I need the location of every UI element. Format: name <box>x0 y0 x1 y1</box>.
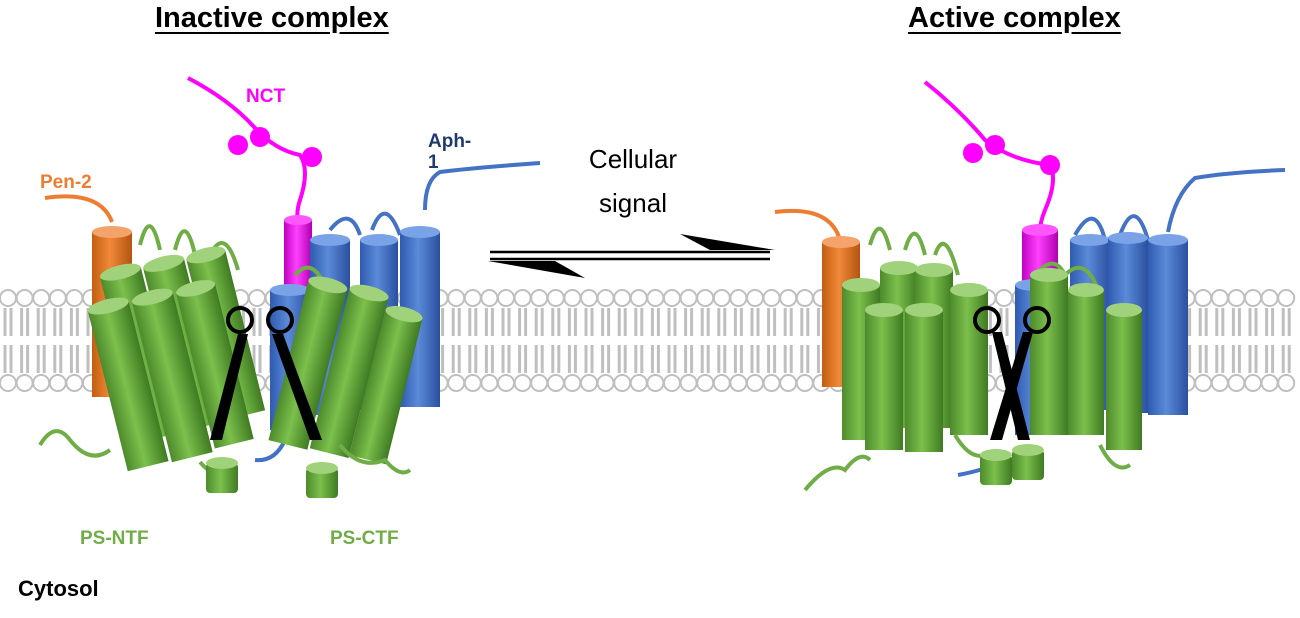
lipid-head <box>563 289 582 307</box>
lipid-head <box>530 374 549 392</box>
lipid-head <box>480 374 499 392</box>
ps-ntf-helices <box>38 224 266 493</box>
lipid-head <box>646 289 665 307</box>
lipid-head <box>15 374 34 392</box>
signal-label-line2: signal <box>599 188 667 218</box>
lipid-head <box>696 289 715 307</box>
lipid-head <box>65 289 84 307</box>
lipid-head <box>480 289 499 307</box>
active-complex <box>774 80 1286 492</box>
lipid-head <box>1277 374 1296 392</box>
lipid-head <box>779 289 798 307</box>
lipid-head <box>580 289 598 307</box>
lipid-head <box>596 374 615 392</box>
lipid-head <box>65 374 84 392</box>
lipid-head <box>497 374 515 392</box>
lipid-head <box>729 289 748 307</box>
lipid-head <box>663 374 681 392</box>
lipid-head <box>463 374 482 392</box>
ps-ctf-helices <box>268 265 423 498</box>
lipid-head <box>497 289 515 307</box>
lipid-head <box>613 289 632 307</box>
equilibrium-arrows-icon <box>488 234 775 278</box>
lipid-head <box>513 374 532 392</box>
lipid-head <box>513 289 532 307</box>
lipid-head <box>546 374 565 392</box>
lipid-head <box>48 289 67 307</box>
lipid-head <box>463 289 482 307</box>
lipid-head <box>32 289 51 307</box>
nct-label: NCT <box>246 86 286 107</box>
lipid-head <box>679 374 698 392</box>
lipid-head <box>995 289 1013 307</box>
lipid-head <box>32 374 51 392</box>
lipid-head <box>762 374 781 392</box>
lipid-head <box>629 289 648 307</box>
lipid-head <box>248 289 266 307</box>
lipid-head <box>1244 289 1262 307</box>
lipid-head <box>1210 289 1229 307</box>
pen2-label: Pen-2 <box>40 172 92 193</box>
ps-ctf-label: PS-CTF <box>330 528 399 549</box>
lipid-head <box>1194 374 1213 392</box>
lipid-head <box>15 289 34 307</box>
lipid-head <box>48 374 67 392</box>
active-complex-title: Active complex <box>908 2 1121 34</box>
lipid-head <box>795 374 814 392</box>
lipid-head <box>563 374 582 392</box>
lipid-head <box>0 374 17 392</box>
lipid-head <box>762 289 781 307</box>
lipid-head <box>1194 289 1213 307</box>
inactive-complex <box>38 76 541 498</box>
cytosol-label: Cytosol <box>18 576 99 601</box>
lipid-head <box>795 289 814 307</box>
lipid-head <box>679 289 698 307</box>
lipid-head <box>580 374 598 392</box>
lipid-head <box>712 289 731 307</box>
ps-ctf-helices-active <box>1012 261 1142 480</box>
lipid-head <box>530 289 549 307</box>
lipid-head <box>1260 289 1279 307</box>
lipid-head <box>663 289 681 307</box>
lipid-head <box>729 374 748 392</box>
signal-label-line1: Cellular <box>588 144 678 174</box>
lipid-head <box>646 374 665 392</box>
aph1-label-line2: 1 <box>428 152 439 173</box>
lipid-head <box>629 374 648 392</box>
lipid-head <box>712 374 731 392</box>
aph1-label-line1: Aph- <box>428 131 472 152</box>
ps-ntf-helices-active <box>803 226 1012 492</box>
lipid-head <box>1227 374 1246 392</box>
lipid-head <box>596 289 615 307</box>
lipid-head <box>613 374 632 392</box>
lipid-head <box>1227 289 1246 307</box>
lipid-head <box>696 374 715 392</box>
lipid-head <box>746 289 764 307</box>
lipid-head <box>1277 289 1296 307</box>
lipid-head <box>0 289 17 307</box>
inactive-complex-title: Inactive complex <box>155 2 389 34</box>
lipid-head <box>1244 374 1262 392</box>
lipid-head <box>1210 374 1229 392</box>
scissors-icon-active <box>973 306 1051 440</box>
lipid-head <box>779 374 798 392</box>
lipid-head <box>1260 374 1279 392</box>
lipid-head <box>447 289 466 307</box>
lipid-head <box>546 289 565 307</box>
lipid-head <box>746 374 764 392</box>
ps-ntf-label: PS-NTF <box>80 528 149 549</box>
lipid-head <box>447 374 466 392</box>
scissors-icon-inactive <box>210 306 322 440</box>
